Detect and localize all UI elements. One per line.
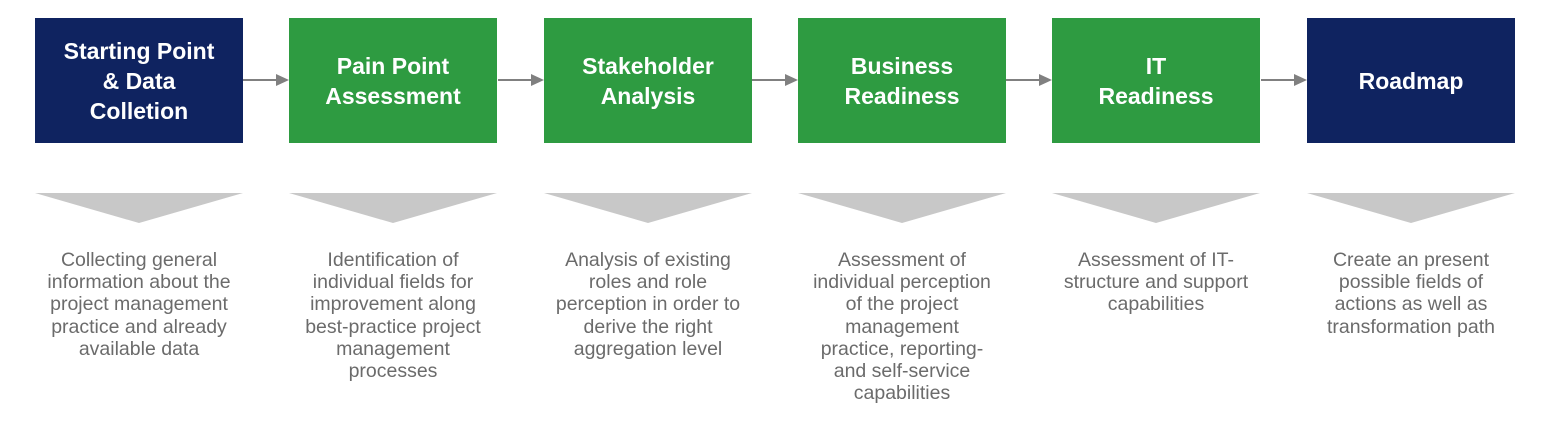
step-title: Stakeholder Analysis [582, 52, 714, 109]
step-description-pain-point: Identification of individual fields for … [305, 249, 481, 383]
chevron-down-icon [35, 193, 243, 223]
connector-arrow [243, 72, 289, 88]
step-box-roadmap: Roadmap [1307, 18, 1515, 143]
connector-arrow [498, 72, 544, 88]
chevron-down-icon [289, 193, 497, 223]
step-description-roadmap: Create an present possible fields of act… [1326, 249, 1495, 338]
step-box-pain-point: Pain Point Assessment [289, 18, 497, 143]
step-box-it-readiness: IT Readiness [1052, 18, 1260, 143]
connector-arrow [1261, 72, 1307, 88]
step-title: Business Readiness [844, 52, 960, 109]
connector-arrow [752, 72, 798, 88]
connector-arrow [1006, 72, 1052, 88]
step-description-starting-point: Collecting general information about the… [47, 249, 231, 360]
step-box-starting-point: Starting Point & Data Colletion [35, 18, 243, 143]
step-title: IT Readiness [1098, 52, 1214, 109]
chevron-down-icon [798, 193, 1006, 223]
chevron-down-icon [544, 193, 752, 223]
step-box-business-readiness: Business Readiness [798, 18, 1006, 143]
step-title: Roadmap [1358, 67, 1464, 94]
step-title: Pain Point Assessment [325, 52, 461, 109]
step-description-business-readiness: Assessment of individual perception of t… [813, 249, 991, 405]
chevron-down-icon [1052, 193, 1260, 223]
step-box-stakeholder: Stakeholder Analysis [544, 18, 752, 143]
chevron-down-icon [1307, 193, 1515, 223]
step-description-it-readiness: Assessment of IT- structure and support … [1063, 249, 1249, 316]
step-description-stakeholder: Analysis of existing roles and role perc… [555, 249, 741, 360]
step-title: Starting Point & Data Colletion [63, 37, 215, 124]
